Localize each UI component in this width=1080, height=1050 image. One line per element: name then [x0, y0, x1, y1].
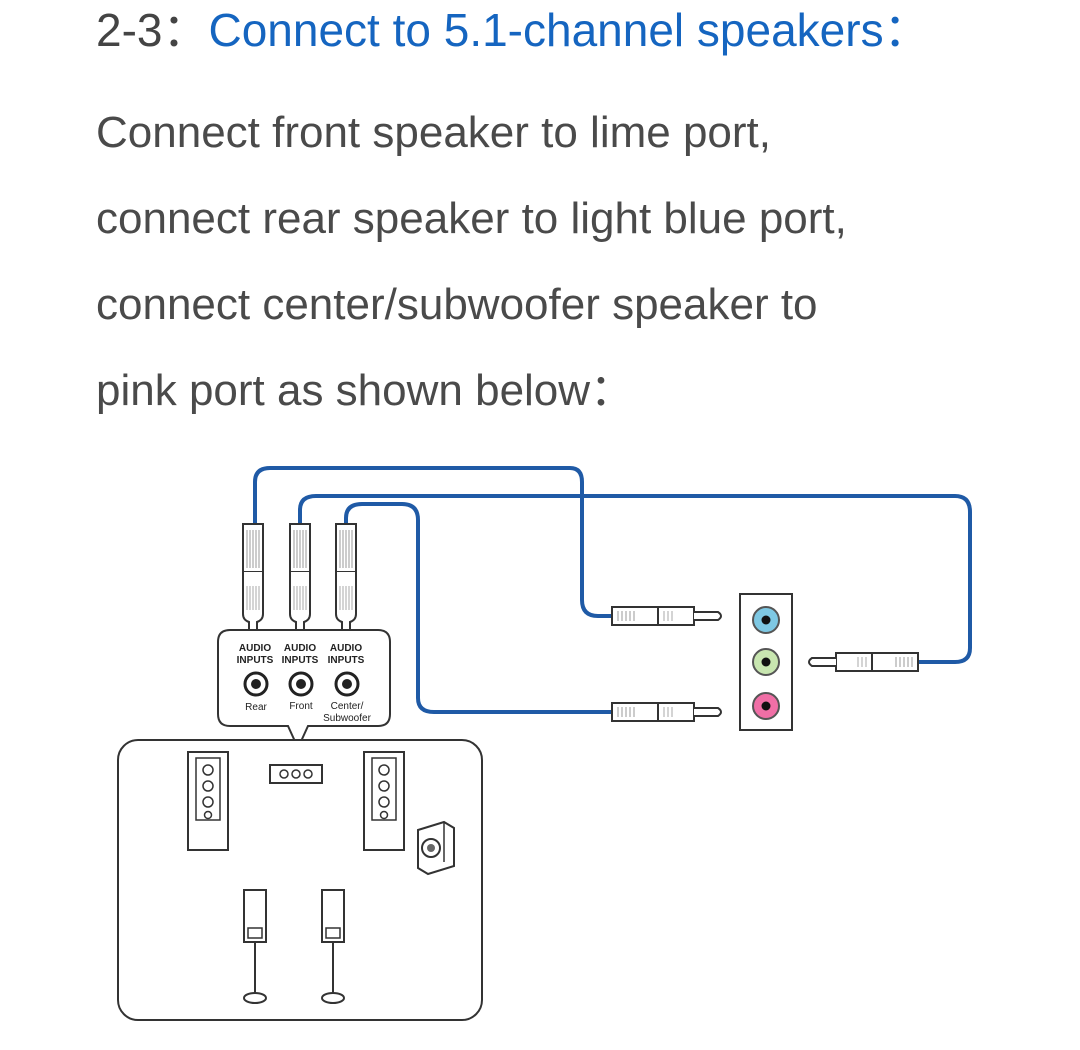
instruction-line-3: connect center/subwoofer speaker to: [96, 280, 818, 329]
speaker-connection-diagram: AUDIO INPUTS AUDIO INPUTS AUDIO INPUTS R…: [117, 466, 972, 1021]
cable-front: [298, 494, 972, 664]
subwoofer: [417, 820, 455, 876]
input-label-1-line1: AUDIO: [239, 643, 271, 654]
rca-plugs: [242, 523, 357, 641]
cables: [253, 466, 972, 714]
rca-plug-front: [289, 523, 311, 641]
input-label-2-line1: AUDIO: [284, 643, 316, 654]
section-title: Connect to 5.1-channel speakers：: [208, 4, 930, 56]
jack-label-center-line1: Center/: [331, 701, 364, 712]
plug-lime-port: [808, 652, 919, 672]
rca-plug-center: [335, 523, 357, 641]
jack-label-front: Front: [289, 701, 313, 712]
section-number: 2-3：: [96, 4, 209, 56]
instructions-paragraph: Connect front speaker to lime port, conn…: [96, 90, 1046, 434]
input-label-3-line1: AUDIO: [330, 643, 362, 654]
speaker-system: [117, 739, 483, 1021]
front-right-speaker: [363, 751, 405, 851]
rca-plug-rear: [242, 523, 264, 641]
input-label-1-line2: INPUTS: [237, 655, 274, 666]
section-heading: 2-3：Connect to 5.1-channel speakers：: [96, 2, 930, 58]
plug-light-blue-port: [611, 606, 722, 626]
front-left-speaker: [187, 751, 229, 851]
input-label-3-line2: INPUTS: [328, 655, 365, 666]
speaker-input-panel: AUDIO INPUTS AUDIO INPUTS AUDIO INPUTS R…: [217, 629, 391, 751]
instruction-line-2: connect rear speaker to light blue port,: [96, 194, 847, 243]
input-label-2-line2: INPUTS: [282, 655, 319, 666]
plug-pink-port: [611, 702, 722, 722]
pc-audio-port-panel: [739, 593, 793, 731]
cable-center: [344, 502, 614, 714]
jack-label-rear: Rear: [245, 702, 267, 713]
instruction-line-4: pink port as shown below：: [96, 366, 635, 415]
jack-label-center-line2: Subwoofer: [323, 713, 371, 724]
instruction-line-1: Connect front speaker to lime port,: [96, 108, 771, 157]
center-speaker: [269, 764, 323, 784]
cable-rear: [253, 466, 614, 618]
